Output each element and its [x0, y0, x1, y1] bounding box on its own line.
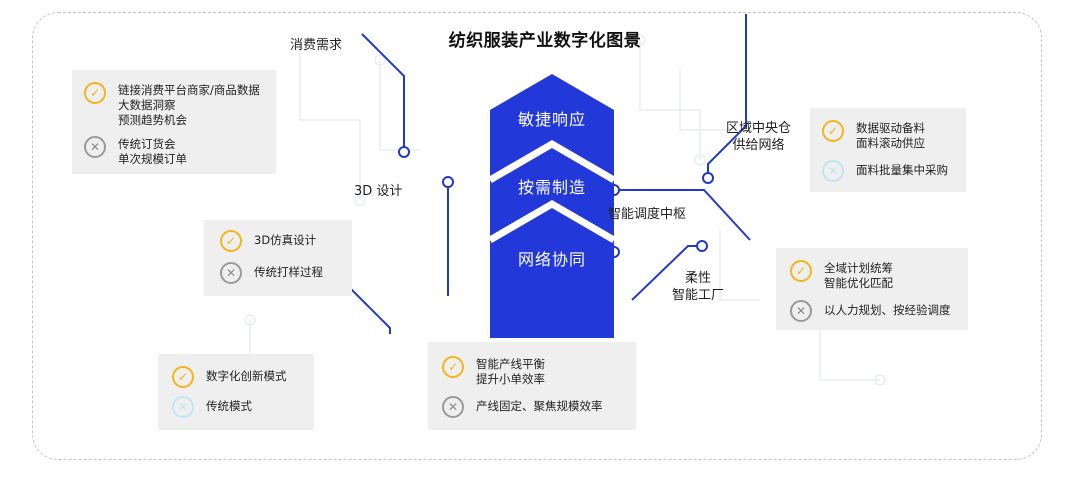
card-consumer-demand: ✓ 链接消费平台商家/商品数据大数据洞察预测趋势机会 ✕ 传统订货会单次规模订单 [72, 70, 276, 174]
label-smart-scheduling: 智能调度中枢 [608, 207, 687, 222]
card-production-line: ✓ 智能产线平衡提升小单效率 ✕ 产线固定、聚焦规模效率 [428, 342, 636, 430]
card-text: 传统订货会 [118, 137, 176, 151]
cross-circle-icon: ✕ [172, 396, 194, 418]
diagram-title: 纺织服装产业数字化图景 [448, 31, 642, 51]
card-row-negative: ✕ 传统模式 [172, 396, 252, 418]
card-regional-supply: ✓ 数据驱动备料面料滚动供应 ✕ 面料批量集中采购 [810, 108, 966, 192]
label-consumer-demand: 消费需求 [290, 38, 343, 53]
arrow-chevron-2 [488, 199, 616, 244]
arrow-chevron-1 [488, 139, 616, 184]
card-text: 全域计划统筹 [824, 261, 893, 275]
card-text: 智能优化匹配 [824, 276, 893, 290]
card-row-positive: ✓ 数字化创新模式 [172, 366, 287, 388]
card-3d-design: ✓ 3D仿真设计 ✕ 传统打样过程 [204, 220, 352, 296]
connector-regional [707, 14, 747, 174]
center-arrow [488, 74, 616, 338]
card-text: 3D仿真设计 [254, 233, 317, 247]
card-row-negative: ✕ 传统打样过程 [220, 262, 323, 284]
node-factory [696, 240, 708, 252]
card-row-positive: ✓ 3D仿真设计 [220, 230, 316, 252]
cross-circle-icon: ✕ [790, 300, 812, 322]
check-circle-icon: ✓ [172, 366, 194, 388]
card-text: 提升小单效率 [476, 372, 545, 386]
label-flexible-factory: 柔性智能工厂 [671, 271, 724, 303]
label-regional-warehouse: 区域中央仓供给网络 [726, 121, 792, 153]
card-row-positive: ✓ 数据驱动备料面料滚动供应 [822, 120, 925, 151]
check-circle-icon: ✓ [84, 82, 106, 104]
card-text: 传统打样过程 [254, 265, 323, 279]
card-row-negative: ✕ 产线固定、聚焦规模效率 [442, 396, 603, 418]
connector-factory [631, 245, 697, 301]
connector-consumer [361, 33, 405, 148]
connector-scheduling [619, 189, 751, 241]
card-text: 预测趋势机会 [118, 113, 187, 127]
card-text: 数据驱动备料 [856, 121, 925, 135]
check-circle-icon: ✓ [220, 230, 242, 252]
cross-circle-icon: ✕ [822, 160, 844, 182]
card-text: 数字化创新模式 [206, 369, 287, 383]
check-circle-icon: ✓ [822, 120, 844, 142]
card-text: 智能产线平衡 [476, 357, 545, 371]
node-design-top [442, 176, 454, 188]
card-text: 以人力规划、按经验调度 [824, 303, 951, 317]
cross-circle-icon: ✕ [442, 396, 464, 418]
card-row-negative: ✕ 面料批量集中采购 [822, 160, 948, 182]
node-regional [702, 172, 714, 184]
card-smart-planning: ✓ 全域计划统筹智能优化匹配 ✕ 以人力规划、按经验调度 [776, 248, 968, 330]
stage-on-demand-manufacturing: 按需制造 [517, 178, 586, 197]
stage-agile-response: 敏捷响应 [517, 110, 586, 129]
card-text: 大数据洞察 [118, 98, 176, 112]
card-text: 产线固定、聚焦规模效率 [476, 399, 603, 413]
card-row-positive: ✓ 链接消费平台商家/商品数据大数据洞察预测趋势机会 [84, 82, 260, 128]
cross-circle-icon: ✕ [84, 136, 106, 158]
card-row-negative: ✕ 以人力规划、按经验调度 [790, 300, 951, 322]
label-3d-design: 3D 设计 [354, 184, 403, 199]
card-row-positive: ✓ 全域计划统筹智能优化匹配 [790, 260, 893, 291]
check-circle-icon: ✓ [790, 260, 812, 282]
card-innovation-model: ✓ 数字化创新模式 ✕ 传统模式 [158, 354, 314, 430]
card-text: 面料滚动供应 [856, 136, 925, 150]
card-row-positive: ✓ 智能产线平衡提升小单效率 [442, 356, 545, 387]
stage-network-collaboration: 网络协同 [517, 250, 586, 269]
card-text: 单次规模订单 [118, 152, 187, 166]
card-text: 链接消费平台商家/商品数据 [118, 83, 260, 97]
cross-circle-icon: ✕ [220, 262, 242, 284]
diagram-frame [32, 12, 1042, 460]
card-row-negative: ✕ 传统订货会单次规模订单 [84, 136, 187, 167]
node-consumer [398, 146, 410, 158]
check-circle-icon: ✓ [442, 356, 464, 378]
card-text: 面料批量集中采购 [856, 163, 948, 177]
card-text: 传统模式 [206, 399, 252, 413]
